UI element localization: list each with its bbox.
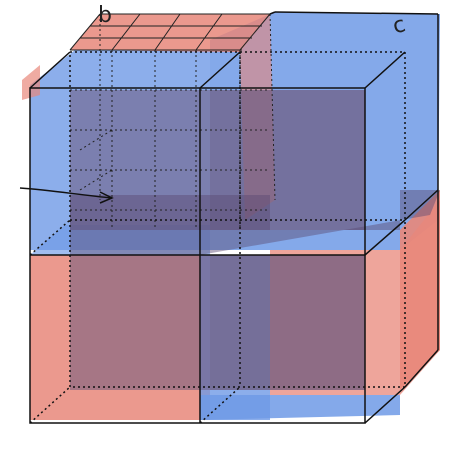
pointer-arrow <box>19 187 114 204</box>
grid-lines <box>69 13 276 230</box>
label-top-left: b <box>98 3 112 28</box>
front-wireframe-cube <box>29 11 439 424</box>
